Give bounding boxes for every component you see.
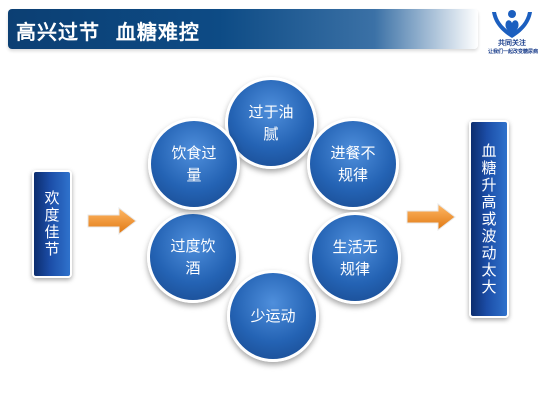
effect-label: 血糖升高或波动太大 [481, 141, 497, 296]
factor-label: 过度饮酒 [170, 237, 216, 277]
factor-label: 少运动 [250, 307, 296, 325]
factor-node: 少运动 [227, 270, 319, 362]
right-arrow-icon [87, 207, 137, 235]
logo-slogan: 让我们一起改变糖尿病 [487, 49, 538, 55]
factor-label: 过于油腻 [248, 103, 294, 143]
cause-box: 欢度佳节 [32, 170, 72, 278]
factor-label: 饮食过量 [171, 144, 217, 184]
factor-node: 进餐不规律 [307, 118, 399, 210]
logo-name: 共同关注 [498, 39, 526, 47]
factor-node: 饮食过量 [148, 118, 240, 210]
right-arrow-icon [406, 203, 456, 231]
factor-node: 过度饮酒 [147, 211, 239, 303]
factor-node: 生活无规律 [309, 212, 401, 304]
person-heart-hands-icon [492, 10, 532, 38]
factor-node: 过于油腻 [225, 77, 317, 169]
factor-label: 生活无规律 [332, 238, 378, 278]
effect-box: 血糖升高或波动太大 [469, 120, 509, 318]
factor-label: 进餐不规律 [330, 144, 376, 184]
page-title: 高兴过节 血糖难控 [16, 20, 200, 44]
cause-label: 欢度佳节 [44, 189, 60, 258]
header-bar [8, 9, 478, 49]
